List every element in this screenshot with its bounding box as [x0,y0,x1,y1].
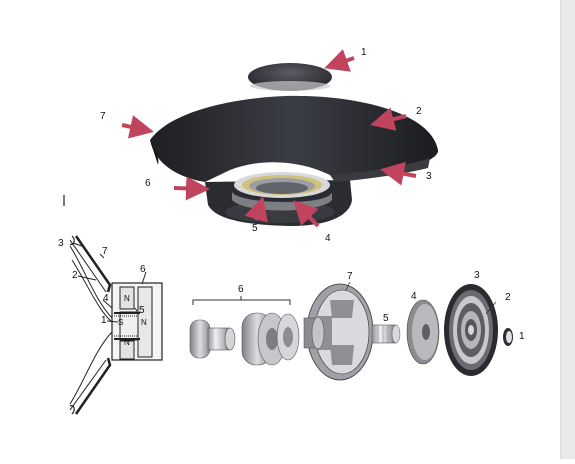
top-plate [276,313,300,361]
xs-label-spider: 5 [139,305,145,316]
label-cone: 2 [416,106,422,117]
xs-label-pole: 1 [101,315,107,326]
speaker-3d-illustration [121,49,439,228]
xs-pole-s: S [118,318,124,327]
arrow-cone [370,107,407,131]
ev-label-magnet-group: 6 [238,284,244,295]
xs-label-frame: 7 [102,246,108,257]
vertical-scrollbar[interactable] [560,0,575,459]
ring-magnet [241,312,287,366]
pole-piece [189,319,236,359]
ev-label-frame: 7 [347,271,353,282]
cone-3d [150,95,439,182]
xs-label-voice-coil: 4 [103,293,109,304]
ev-label-coil: 5 [383,313,389,324]
label-magnet: 6 [145,178,151,189]
ev-label-spider: 4 [411,291,417,302]
xs-label-cone: 2 [72,270,78,281]
xs-pole-n-top: N [124,294,130,303]
cone-with-surround [444,284,498,376]
xs-pole-n-bottom: N [124,338,130,347]
arrow-voice-coil [293,200,320,228]
arrow-dust-cap [324,49,355,72]
xs-pole-n-mid: N [141,318,147,327]
magnet-group-brace [192,296,291,305]
exploded-view [189,281,513,381]
ev-label-dust-cap: 1 [519,331,525,342]
label-frame: 7 [100,111,106,122]
voice-coil [371,324,401,344]
spider-disc [406,299,440,365]
cross-section-drawing [69,235,163,415]
arrow-spider [244,196,268,223]
label-spider: 5 [252,223,258,234]
ev-label-surround: 3 [474,270,480,281]
label-dust-cap: 1 [361,47,367,58]
frame-basket [303,283,374,381]
arrow-magnet [173,176,210,201]
xs-label-magnet: 6 [140,264,146,275]
arrow-surround [380,161,417,186]
dust-cap-small [503,328,513,346]
arrow-frame [121,115,154,139]
label-surround: 3 [426,171,432,182]
label-voice-coil: 4 [325,233,331,244]
xs-label-surround: 3 [58,238,64,249]
ev-label-cone: 2 [505,292,511,303]
